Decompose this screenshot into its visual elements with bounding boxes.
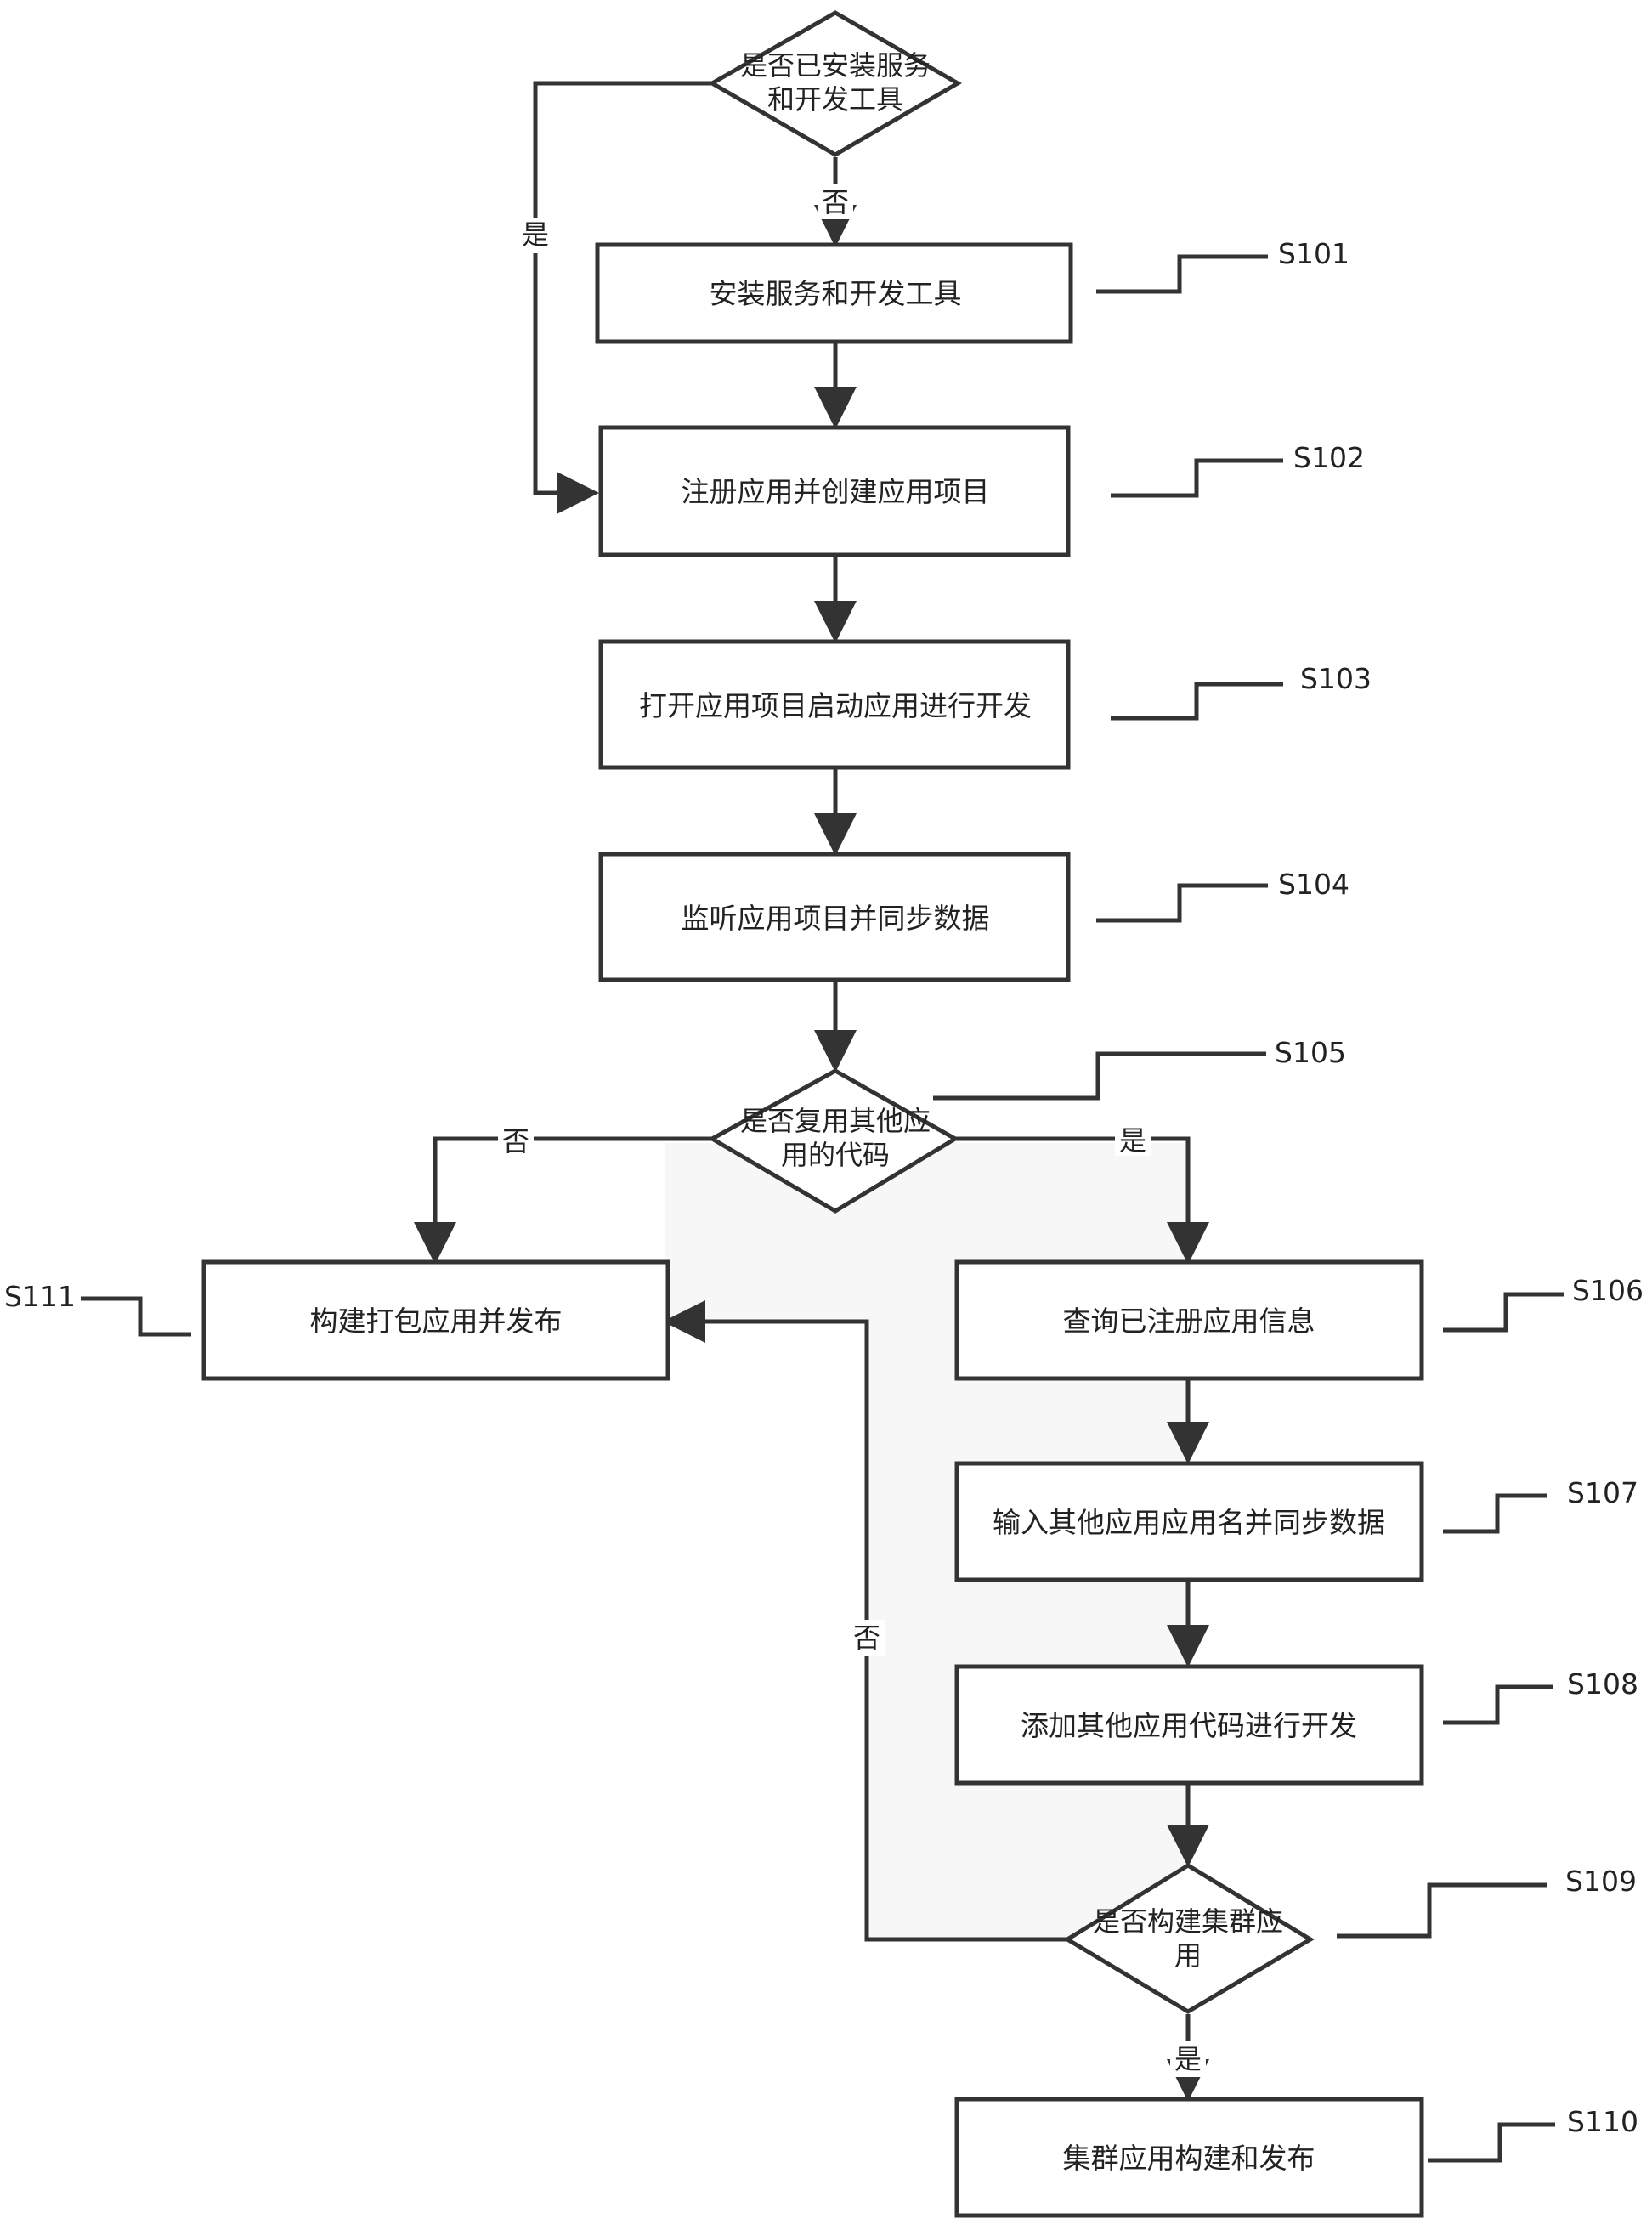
box-s107: 输入其他应用应用名并同步数据 (954, 1461, 1424, 1582)
box-s106: 查询已注册应用信息 (954, 1259, 1424, 1381)
leader-s110 (1428, 2122, 1555, 2163)
box-s103: 打开应用项目启动应用进行开发 (598, 639, 1071, 770)
box-s108-text: 添加其他应用代码进行开发 (1021, 1709, 1357, 1742)
box-s106-text: 查询已注册应用信息 (1063, 1305, 1315, 1338)
box-s104-text: 监听应用项目并同步数据 (682, 902, 990, 935)
box-s103-text: 打开应用项目启动应用进行开发 (639, 689, 1032, 722)
step-label-s110: S110 (1567, 2105, 1638, 2138)
decision-reuse-code-line2: 用的代码 (781, 1139, 890, 1171)
step-label-s104: S104 (1278, 868, 1349, 901)
decision-cluster: 是否构建集群应 用 (1063, 1863, 1315, 2014)
leader-s103 (1111, 682, 1283, 721)
edge-label-d109-no: 否 (853, 1622, 880, 1654)
edge-label-d1-no: 否 (822, 186, 849, 218)
box-s104: 监听应用项目并同步数据 (598, 852, 1071, 982)
leader-s111 (81, 1296, 191, 1337)
leader-s101 (1096, 254, 1268, 294)
edge-label-d105-no: 否 (502, 1125, 529, 1157)
decision-reuse-code-line1: 是否复用其他应 (740, 1105, 931, 1137)
box-s110: 集群应用构建和发布 (954, 2097, 1424, 2218)
box-s108: 添加其他应用代码进行开发 (954, 1664, 1424, 1786)
leader-s107 (1443, 1493, 1547, 1534)
edge-d105-to-s111 (414, 1136, 712, 1265)
box-s102-text: 注册应用并创建应用项目 (682, 475, 990, 508)
edge-d1-to-s102 (533, 81, 712, 514)
leader-s105 (933, 1051, 1266, 1101)
edge-label-d105-yes: 是 (1119, 1124, 1146, 1157)
box-s111: 构建打包应用并发布 (201, 1259, 670, 1381)
step-label-s103: S103 (1300, 662, 1372, 695)
leader-s108 (1443, 1684, 1553, 1725)
decision-cluster-line1: 是否构建集群应 (1093, 1905, 1283, 1938)
step-label-s111: S111 (4, 1280, 76, 1313)
decision-reuse-code: 是否复用其他应 用的代码 (707, 1068, 959, 1214)
edge-d105-to-s106 (955, 1136, 1209, 1265)
decision-installed-line2: 和开发工具 (767, 83, 903, 116)
box-s110-text: 集群应用构建和发布 (1063, 2142, 1315, 2175)
step-label-s108: S108 (1567, 1667, 1638, 1701)
box-s101-text: 安装服务和开发工具 (710, 277, 962, 310)
decision-installed-line1: 是否已安装服务 (740, 49, 931, 82)
step-label-s106: S106 (1572, 1274, 1644, 1307)
leader-s102 (1111, 458, 1283, 498)
box-s102: 注册应用并创建应用项目 (598, 425, 1071, 558)
leader-s109 (1337, 1882, 1547, 1939)
box-s107-text: 输入其他应用应用名并同步数据 (993, 1506, 1385, 1539)
leader-s106 (1443, 1292, 1564, 1333)
step-label-s105: S105 (1275, 1036, 1346, 1069)
decision-installed: 是否已安装服务 和开发工具 (707, 10, 962, 157)
box-s101: 安装服务和开发工具 (595, 242, 1073, 344)
leader-s104 (1096, 883, 1268, 923)
step-label-s107: S107 (1567, 1476, 1638, 1509)
edge-label-d109-yes: 是 (1174, 2043, 1202, 2075)
step-label-s101: S101 (1278, 237, 1349, 270)
step-label-s102: S102 (1293, 441, 1365, 474)
edge-label-d1-yes: 是 (522, 218, 549, 251)
step-label-s109: S109 (1565, 1865, 1637, 1898)
decision-cluster-line2: 用 (1174, 1939, 1202, 1972)
box-s111-text: 构建打包应用并发布 (310, 1305, 563, 1338)
